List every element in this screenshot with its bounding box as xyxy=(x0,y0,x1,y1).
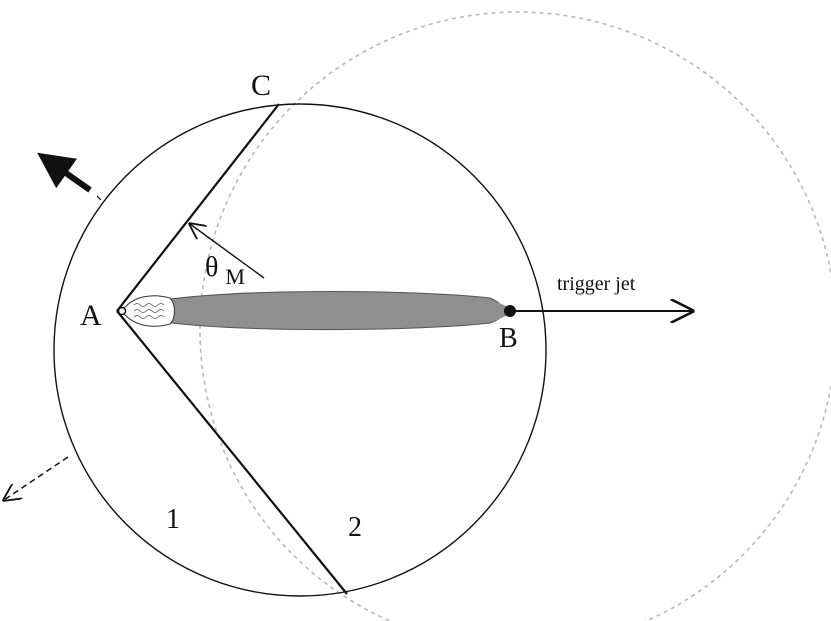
theta-symbol: θ xyxy=(205,252,218,283)
bold-direction-arrow xyxy=(37,152,92,193)
theta-subscript: M xyxy=(225,264,245,289)
mach-cone-lower-line xyxy=(116,310,348,595)
theta-angle-arrow xyxy=(190,224,265,279)
label-theta-m: θ M xyxy=(205,252,245,289)
point-a-marker xyxy=(117,306,127,316)
label-point-a: A xyxy=(80,299,102,332)
jet-wavy-lines xyxy=(133,303,165,319)
label-point-c: C xyxy=(251,69,271,102)
jet-neck-near-b xyxy=(492,300,506,322)
dashed-direction-arrow xyxy=(4,456,69,500)
label-region-1: 1 xyxy=(166,504,180,535)
jet-wavy-head xyxy=(121,295,175,327)
main-wavefront-circle xyxy=(53,103,547,597)
dashed-wavefront-circle xyxy=(199,11,831,621)
label-point-b: B xyxy=(499,323,518,354)
label-trigger-jet: trigger jet xyxy=(557,273,636,295)
away-side-jet-shape xyxy=(162,291,506,331)
label-region-2: 2 xyxy=(348,512,362,543)
bold-arrow-tick xyxy=(96,195,102,201)
mach-cone-upper-line xyxy=(116,103,280,312)
